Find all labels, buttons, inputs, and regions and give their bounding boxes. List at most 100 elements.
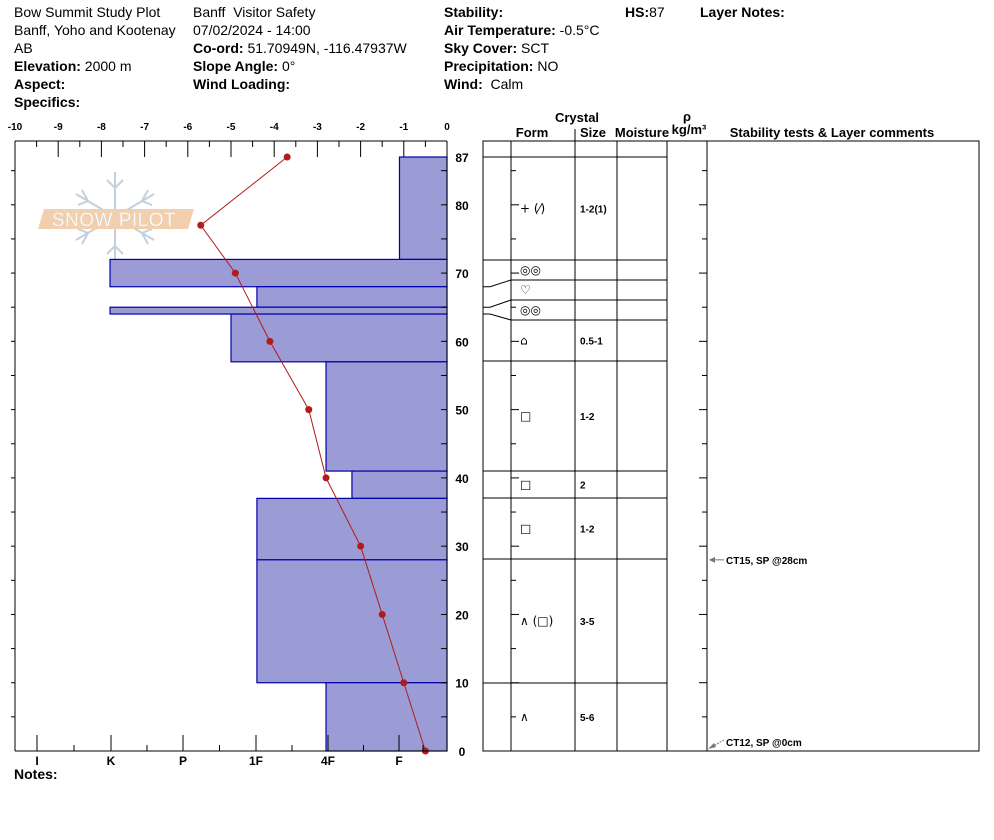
crystal-size: 1-2 [580,525,595,536]
depth-tick-label: 30 [455,540,469,554]
comments-header: Stability tests & Layer comments [730,125,934,140]
crystal-form-icon: ♡ [520,283,531,297]
depth-tick-label: 60 [455,335,469,349]
coordinates: Co-ord: 51.70949N, -116.47937W [193,40,407,56]
stability-test-label: CT12, SP @0cm [726,738,802,749]
hardness-bar [325,361,448,472]
hardness-bars [109,156,448,752]
air-temperature: Air Temperature: -0.5°C [444,22,600,38]
temp-tick-label: -10 [8,122,23,133]
density-symbol: ρ [683,109,691,124]
temperature-point [231,269,239,277]
temp-tick-label: -9 [54,122,63,133]
depth-tick-label: 80 [455,199,469,213]
logo-text: SNOW PILOT [52,210,176,231]
crystal-size: 3-5 [580,617,595,628]
aspect: Aspect: [14,76,66,92]
hardness-bar [256,559,448,684]
crystal-form-icon: ◎◎ [520,263,541,277]
size-header: Size [580,125,606,140]
stability: Stability: [444,4,504,20]
temp-tick-label: -8 [97,122,106,133]
layer-table: Crystal Form Size Moisture ρ kg/m³ Stabi… [482,109,980,752]
temp-tick-label: -2 [356,122,365,133]
depth-tick-label: 10 [455,677,469,691]
location: Bow Summit Study Plot [14,4,161,20]
header-col-2: Banff Visitor Safety 07/02/2024 - 14:00 … [193,3,407,93]
crystal-form-icon: □ [520,478,531,492]
wind-loading: Wind Loading: [193,76,291,92]
depth-tick-label: 50 [455,404,469,418]
temp-tick-label: -1 [399,122,408,133]
temperature-point [322,474,330,482]
hardness-tick-label: 1F [249,754,263,768]
temperature-point [357,542,365,550]
temperature-point [305,406,313,414]
crystal-size: 5-6 [580,713,595,724]
temperature-profile [197,153,429,755]
temperature-point [283,153,291,161]
moisture-header: Moisture [615,125,669,140]
header-col-3: Stability: Air Temperature: -0.5°C Sky C… [444,3,600,93]
crystal-form-icon: ⌂ [520,334,528,348]
specifics: Specifics: [14,94,81,110]
hardness-tick-label: P [179,754,187,768]
hardness-tick-label: 4F [321,754,335,768]
temperature-point [197,221,205,229]
notes-label: Notes: [14,766,58,782]
slope-angle: Slope Angle: 0° [193,58,296,74]
crystal-size: 1-2 [580,412,595,423]
crystal-form-icon: □ [520,409,531,423]
hardness-bar [109,258,448,288]
header-col-1: Bow Summit Study Plot Banff, Yoho and Ko… [14,3,176,111]
stability-test-label: CT15, SP @28cm [726,556,807,567]
depth-tick-label: 70 [455,267,469,281]
precipitation: Precipitation: NO [444,58,559,74]
elevation: Elevation: 2000 m [14,58,132,74]
temp-tick-label: 0 [444,122,450,133]
organization: Banff Visitor Safety [193,4,316,20]
temp-tick-label: -3 [313,122,322,133]
crystal-header: Crystal [555,110,599,125]
hardness-tick-label: K [107,754,116,768]
logo-banner [38,209,194,229]
crystal-form-icon: □ [520,522,531,536]
hardness-bar [109,306,448,315]
temperature-point [378,610,386,618]
crystal-form-icon: ∧ (□) [520,614,553,628]
hardness-bar [398,156,448,261]
layer-notes: Layer Notes: [700,4,785,20]
form-header: Form [516,125,549,140]
temp-tick-label: -6 [183,122,192,133]
density-unit: kg/m³ [672,122,707,137]
hardness-bar [256,286,448,308]
hardness-tick-label: F [395,754,402,768]
crystal-form-icon: + (⁄) [520,202,545,216]
crystal-size: 0.5-1 [580,337,603,348]
crystal-size: 1-2(1) [580,205,607,216]
crystal-form-icon: ◎◎ [520,303,541,317]
temperature-point [266,337,274,345]
province: AB [14,40,33,56]
temperature-point [400,679,408,687]
hardness-bar [230,313,448,363]
depth-tick-label: 87 [455,151,469,165]
hardness-bar [351,470,448,499]
temp-tick-label: -4 [270,122,279,133]
region: Banff, Yoho and Kootenay [14,22,176,38]
sky-cover: Sky Cover: SCT [444,40,550,56]
hardness-bar [325,682,448,752]
depth-tick-label: 20 [455,608,469,622]
crystal-size: 2 [580,481,586,492]
temperature-line [200,156,426,752]
wind: Wind: Calm [444,76,524,92]
temp-tick-label: -5 [227,122,236,133]
snow-height: HS:87 [625,4,665,20]
temp-tick-label: -7 [140,122,149,133]
depth-tick-label: 0 [459,745,466,759]
crystal-form-icon: ∧ [520,710,529,724]
